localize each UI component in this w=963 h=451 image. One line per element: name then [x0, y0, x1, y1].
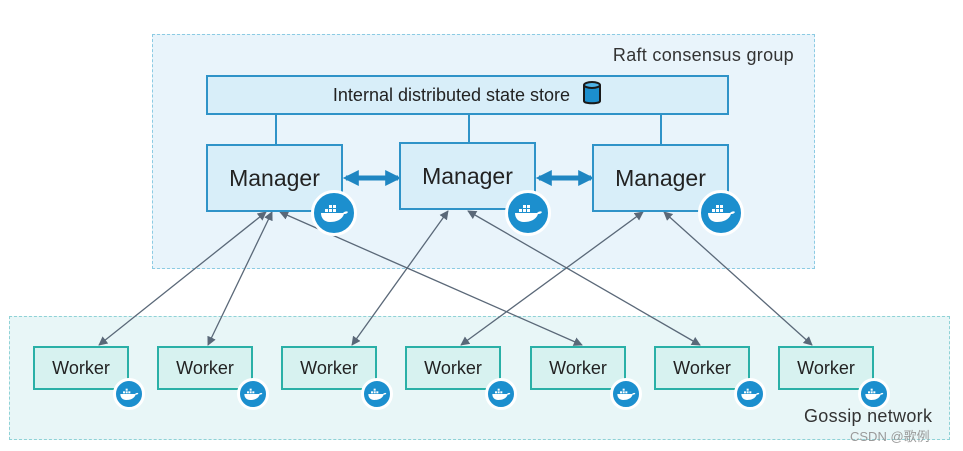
- manager-node-2: Manager: [399, 142, 536, 210]
- worker-node-3: Worker: [281, 346, 377, 390]
- worker-node-7: Worker: [778, 346, 874, 390]
- manager-label: Manager: [229, 164, 320, 191]
- manager-label: Manager: [422, 162, 513, 189]
- watermark-text: CSDN @歌例: [850, 429, 930, 444]
- worker-node-2: Worker: [157, 346, 253, 390]
- docker-whale-icon: [113, 378, 145, 410]
- worker-link-m3-w7: [663, 211, 813, 346]
- worker-label: Worker: [300, 357, 358, 378]
- docker-whale-icon: [698, 190, 744, 236]
- state-store-label: Internal distributed state store: [332, 84, 571, 105]
- docker-whale-icon: [610, 378, 642, 410]
- worker-link-m2-w6: [467, 210, 701, 346]
- raft-group-label: Raft consensus group: [612, 45, 794, 65]
- worker-node-5: Worker: [530, 346, 626, 390]
- worker-label: Worker: [797, 357, 855, 378]
- worker-label: Worker: [424, 357, 482, 378]
- worker-node-4: Worker: [405, 346, 501, 390]
- state-store-box: Internal distributed state store: [206, 75, 729, 115]
- docker-whale-icon: [505, 190, 551, 236]
- docker-whale-icon: [361, 378, 393, 410]
- manager-node-3: Manager: [592, 144, 729, 212]
- docker-whale-icon: [734, 378, 766, 410]
- worker-node-1: Worker: [33, 346, 129, 390]
- gossip-group-label: Gossip network: [804, 406, 933, 426]
- docker-whale-icon: [311, 190, 357, 236]
- database-icon: [582, 80, 602, 110]
- worker-link-m3-w4: [460, 211, 644, 346]
- worker-node-6: Worker: [654, 346, 750, 390]
- worker-label: Worker: [176, 357, 234, 378]
- worker-link-m1-w2: [207, 211, 273, 346]
- worker-link-m2-w3: [351, 210, 449, 346]
- worker-link-m1-w1: [98, 211, 267, 346]
- docker-whale-icon: [485, 378, 517, 410]
- worker-label: Worker: [52, 357, 110, 378]
- manager-label: Manager: [615, 164, 706, 191]
- docker-whale-icon: [858, 378, 890, 410]
- docker-whale-icon: [237, 378, 269, 410]
- worker-label: Worker: [549, 357, 607, 378]
- worker-label: Worker: [673, 357, 731, 378]
